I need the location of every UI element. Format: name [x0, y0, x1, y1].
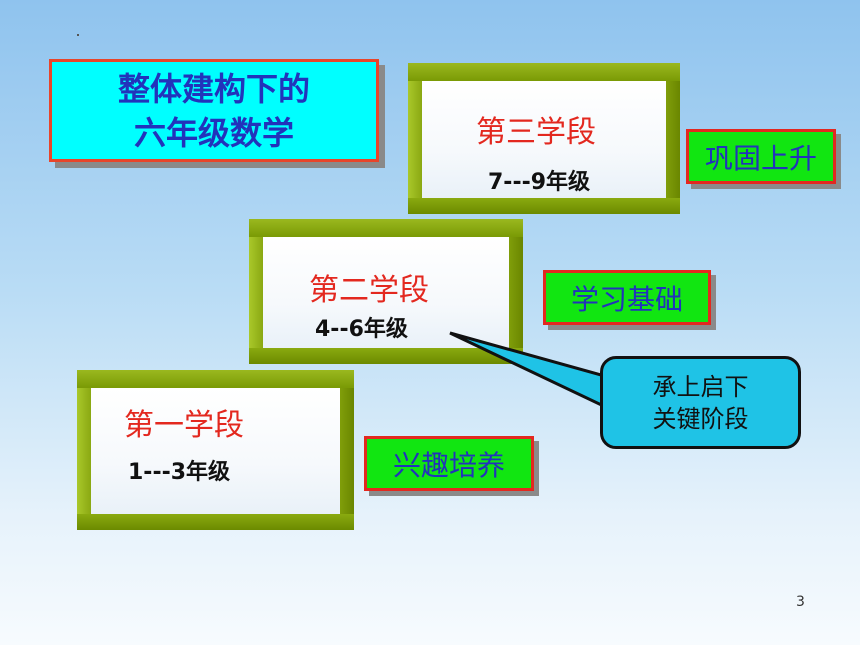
title-line-1: 整体建构下的 [117, 69, 310, 108]
stage-1-name: 第一学段 [124, 408, 244, 443]
stage-3-tag: 巩固上升 [686, 129, 836, 184]
stage-1-block: 第一学段 1---3年级 [77, 370, 354, 530]
stage-3-block: 第三学段 7---9年级 [408, 63, 680, 214]
page-number: 3 [796, 594, 805, 610]
stage-2-name: 第二学段 [309, 273, 429, 308]
stage-2-tag: 学习基础 [543, 270, 711, 325]
callout-line-1: 承上启下 [652, 372, 749, 401]
stage-1-tag: 兴趣培养 [364, 436, 534, 491]
stage-2-grades: 4--6年级 [315, 317, 408, 342]
title-line-2: 六年级数学 [133, 113, 294, 152]
callout-box: 承上启下 关键阶段 [600, 356, 801, 449]
stage-1-grades: 1---3年级 [128, 460, 231, 485]
title-box: 整体建构下的 六年级数学 [49, 59, 379, 162]
stage-3-name: 第三学段 [476, 115, 596, 150]
stage-3-grades: 7---9年级 [488, 170, 591, 195]
decorative-dot [77, 34, 79, 36]
callout-line-2: 关键阶段 [652, 404, 749, 433]
